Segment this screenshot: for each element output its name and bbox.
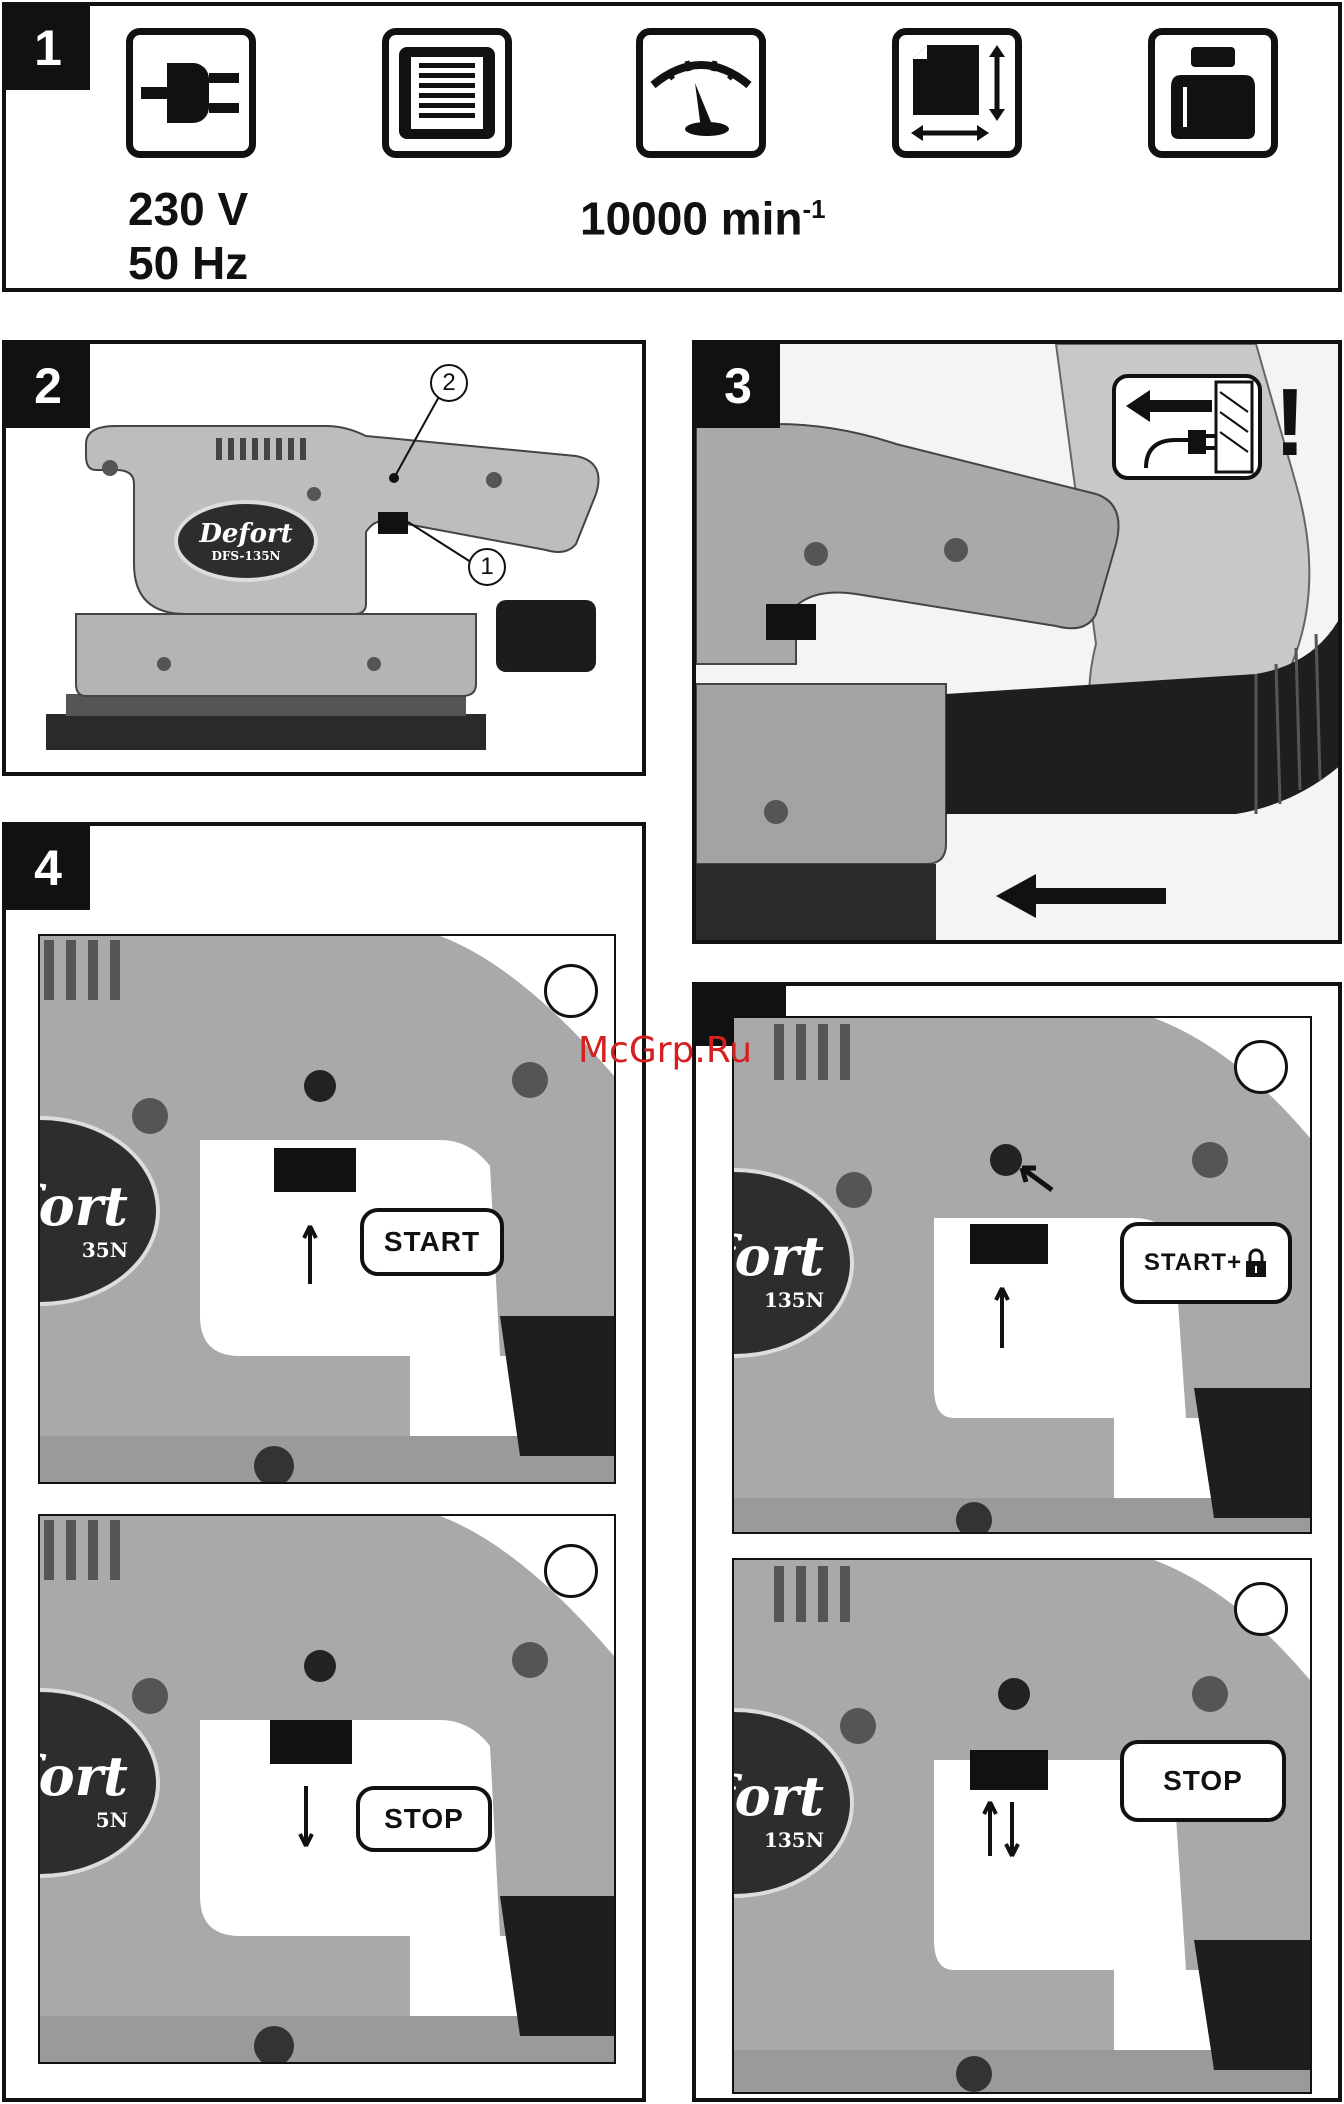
speed-value: 10000 min	[580, 192, 802, 244]
plug-icon	[126, 28, 256, 158]
sanding-pad-icon	[382, 28, 512, 158]
brand-fragment: fort	[38, 1744, 128, 1808]
voltage-text: 230 V	[128, 182, 248, 236]
model-fragment: 35N	[82, 1238, 128, 1262]
stop-label: STOP	[1120, 1740, 1286, 1822]
lock-icon	[1244, 1247, 1268, 1279]
start-label: START	[360, 1208, 504, 1276]
watermark: McGrp.Ru	[578, 1030, 752, 1071]
photo-stop-unlock: fort 135N STOP	[732, 1558, 1312, 2094]
panel-number: 3	[696, 344, 780, 428]
speed-text: 10000 min-1	[580, 182, 826, 245]
stop-label: STOP	[356, 1786, 492, 1852]
panel-4-start-stop: 4 fort 35N START	[2, 822, 646, 2102]
brand-logo: Defort DFS-135N	[174, 500, 318, 582]
brand-fragment: fort	[732, 1224, 824, 1288]
panel-number: 1	[6, 6, 90, 90]
brand-fragment: fort	[732, 1764, 824, 1828]
panel-1-specifications: 1	[2, 2, 1342, 292]
photo-start: fort 35N START	[38, 934, 616, 1484]
step-circle	[544, 964, 598, 1018]
model-fragment: 135N	[764, 1828, 824, 1852]
model-name: DFS-135N	[211, 549, 280, 563]
panel-5-start-lock: fort 135N START+	[692, 982, 1342, 2102]
panel-2-tool-overview: 2 Defort DFS-135N 2 1	[2, 340, 646, 776]
step-circle	[1234, 1040, 1288, 1094]
warning-mark: !	[1274, 368, 1306, 478]
panel-number: 4	[6, 826, 90, 910]
photo-stop: fort 5N STOP	[38, 1514, 616, 2064]
sander-illustration	[6, 344, 646, 776]
start-lock-text: START+	[1144, 1249, 1242, 1277]
photo-start-lock: fort 135N START+	[732, 1016, 1312, 1534]
panel-3-dust-hose: 3 !	[692, 340, 1342, 944]
brand-name: Defort	[199, 519, 292, 549]
speed-unit-exponent: -1	[802, 194, 825, 224]
model-fragment: 5N	[96, 1808, 128, 1832]
callout-2: 2	[430, 364, 468, 402]
brand-fragment: fort	[38, 1174, 128, 1238]
unplug-warning-icon	[1112, 374, 1262, 480]
weight-icon	[1148, 28, 1278, 158]
speed-gauge-icon	[636, 28, 766, 158]
start-lock-label: START+	[1120, 1222, 1292, 1304]
callout-1: 1	[468, 548, 506, 586]
pad-dimensions-icon	[892, 28, 1022, 158]
step-circle	[1234, 1582, 1288, 1636]
step-circle	[544, 1544, 598, 1598]
frequency-text: 50 Hz	[128, 236, 248, 290]
model-fragment: 135N	[764, 1288, 824, 1312]
